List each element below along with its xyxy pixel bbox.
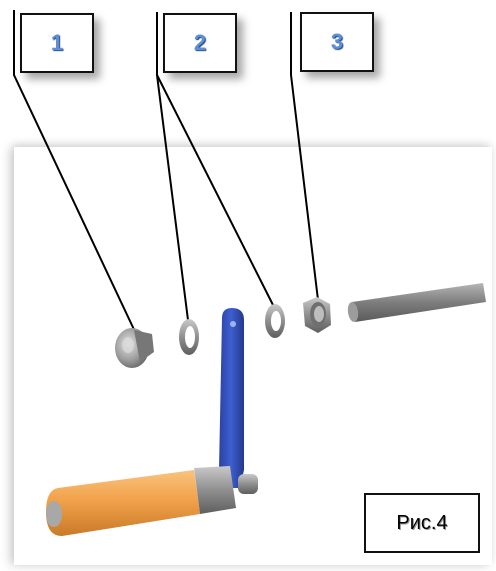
shaft [347,283,486,323]
callout-3-label: 3 [331,29,343,55]
washer-right [265,304,285,338]
callout-2: 2 [163,13,237,73]
hex-nut [303,297,331,333]
crank-arm [218,308,258,494]
callout-1-label: 1 [51,30,63,56]
figure-caption: Рис.4 [364,493,480,553]
cap-nut [115,328,154,368]
callout-1: 1 [20,13,94,73]
leader-line-2b [157,75,273,305]
figure-caption-label: Рис.4 [396,512,447,535]
callout-2-label: 2 [194,30,206,56]
handle-grip [46,466,236,536]
washer-left [179,319,199,355]
callout-3: 3 [300,12,374,72]
